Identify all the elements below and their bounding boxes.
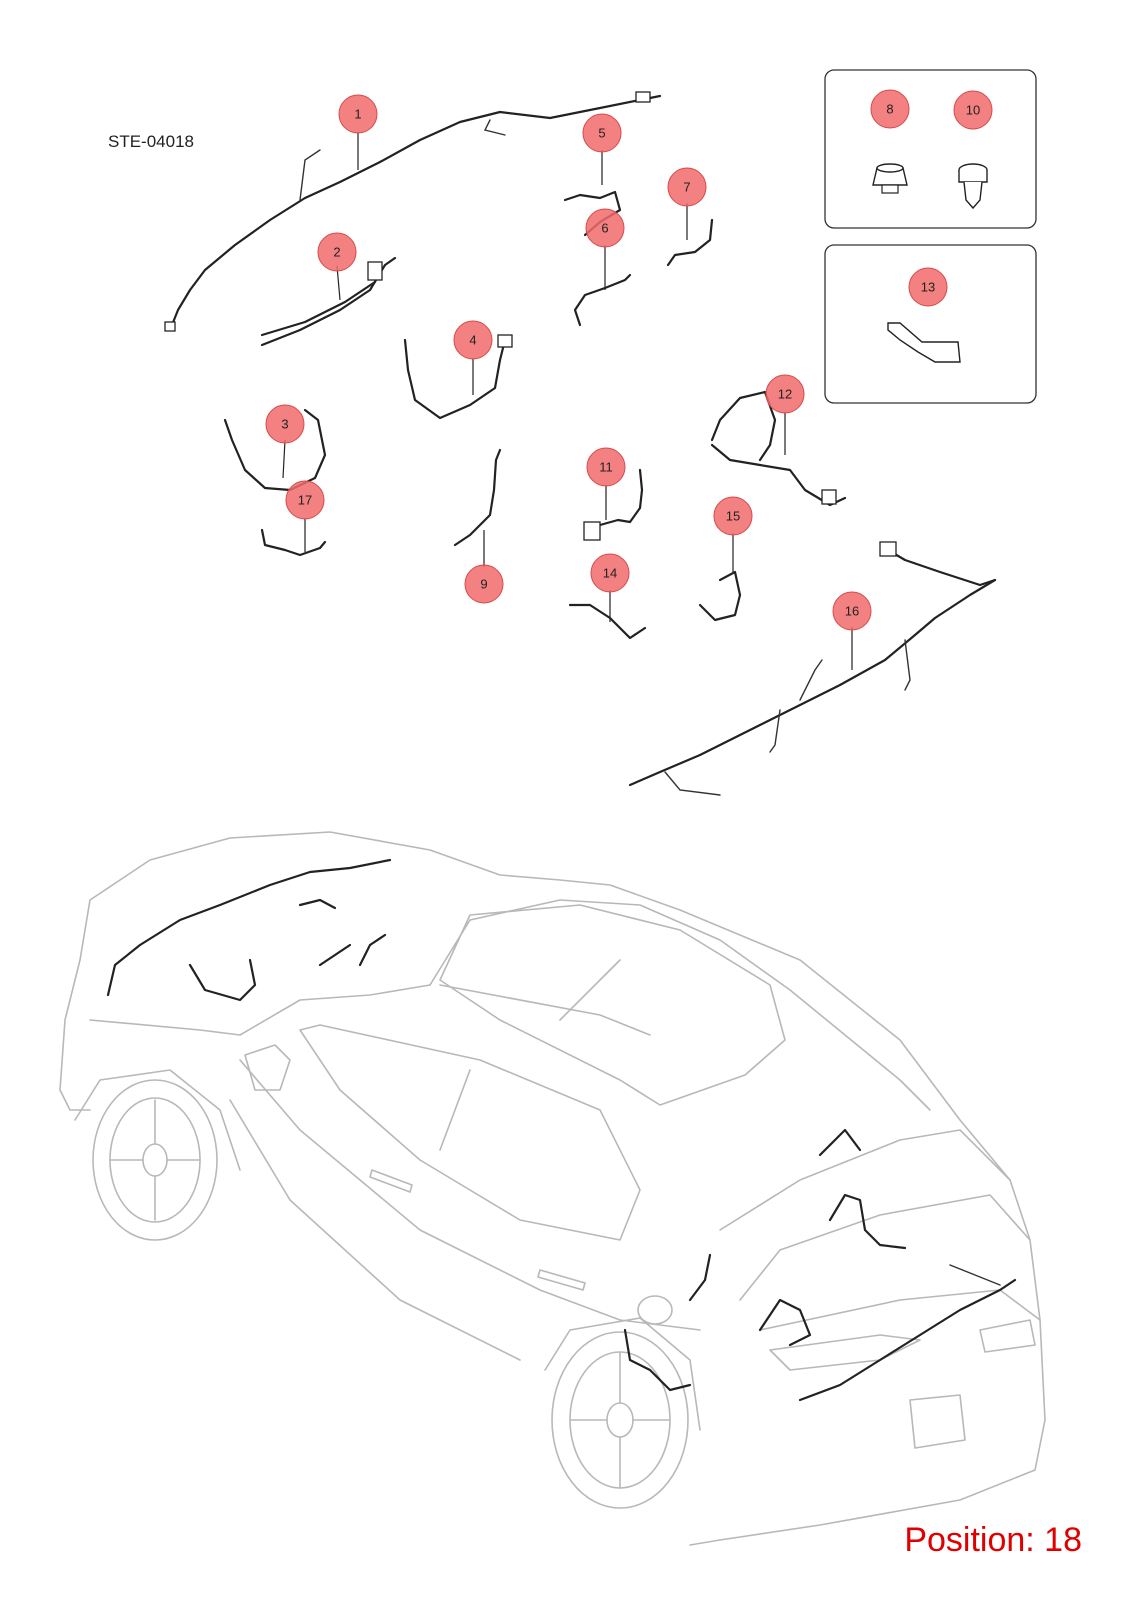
callout-7: 7 xyxy=(667,167,707,207)
harness-part-14 xyxy=(568,603,647,640)
callout-15: 15 xyxy=(713,496,753,536)
callout-5: 5 xyxy=(582,113,622,153)
harness-part-16 xyxy=(628,541,997,796)
svg-text:10: 10 xyxy=(966,103,980,118)
inset-box-fasteners xyxy=(824,69,1037,229)
callout-13: 13 xyxy=(908,267,948,307)
svg-text:11: 11 xyxy=(599,460,613,475)
callout-14: 14 xyxy=(590,553,630,593)
harness-part-1 xyxy=(164,91,662,332)
svg-text:13: 13 xyxy=(921,280,935,295)
svg-text:9: 9 xyxy=(480,577,487,592)
fastener-bolt xyxy=(958,163,988,210)
callout-2: 2 xyxy=(317,232,357,272)
document-id: STE-04018 xyxy=(108,132,194,151)
svg-text:12: 12 xyxy=(778,387,792,402)
harness-part-4 xyxy=(403,334,513,420)
installed-harnesses xyxy=(106,858,1017,1402)
harness-part-11 xyxy=(583,468,644,541)
harness-part-6 xyxy=(573,273,632,327)
harness-part-12 xyxy=(710,390,847,507)
harness-part-17 xyxy=(260,528,327,557)
car-illustration xyxy=(59,831,1046,1546)
callout-8: 8 xyxy=(870,89,910,129)
svg-text:1: 1 xyxy=(354,107,361,122)
callout-9: 9 xyxy=(464,564,504,604)
svg-text:16: 16 xyxy=(845,604,859,619)
svg-text:15: 15 xyxy=(726,509,740,524)
fastener-nut xyxy=(872,163,908,194)
svg-text:4: 4 xyxy=(469,333,476,348)
svg-text:3: 3 xyxy=(281,417,288,432)
svg-text:14: 14 xyxy=(603,566,617,581)
callout-17: 17 xyxy=(285,480,325,520)
svg-text:6: 6 xyxy=(601,221,608,236)
harness-part-9 xyxy=(453,448,502,547)
callout-1: 1 xyxy=(338,94,378,134)
harness-part-7 xyxy=(666,218,714,267)
svg-text:7: 7 xyxy=(683,180,690,195)
bracket-part-13 xyxy=(887,322,961,363)
svg-text:17: 17 xyxy=(298,493,312,508)
callout-4: 4 xyxy=(453,320,493,360)
callout-6: 6 xyxy=(585,208,625,248)
position-label: Position: 18 xyxy=(904,1521,1082,1559)
harness-part-2 xyxy=(260,256,397,347)
svg-text:2: 2 xyxy=(333,245,340,260)
inset-box-bracket xyxy=(824,244,1037,404)
callout-10: 10 xyxy=(953,90,993,130)
svg-text:8: 8 xyxy=(886,102,893,117)
svg-text:5: 5 xyxy=(598,126,605,141)
callout-11: 11 xyxy=(586,447,626,487)
callout-12: 12 xyxy=(765,374,805,414)
callout-16: 16 xyxy=(832,591,872,631)
harness-part-15 xyxy=(698,570,742,622)
callout-3: 3 xyxy=(265,404,305,444)
